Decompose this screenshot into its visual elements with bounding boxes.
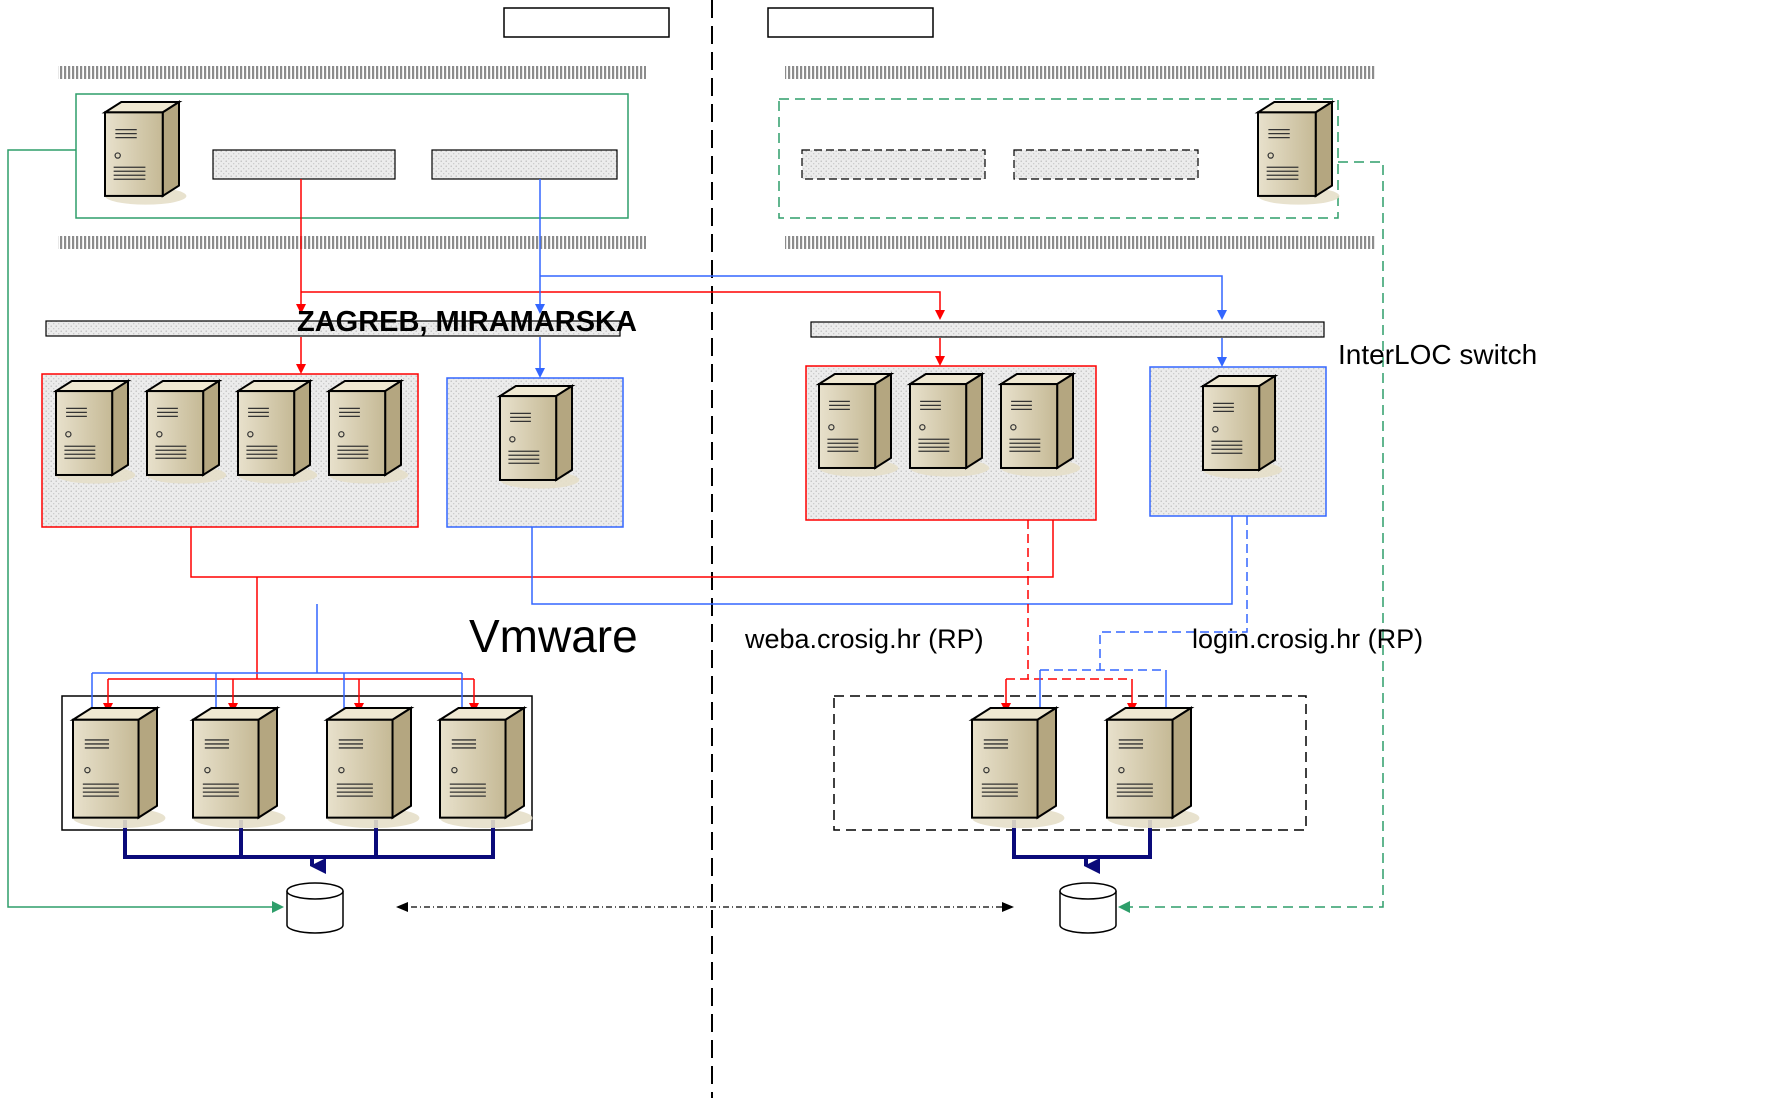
switch-right (810, 321, 1325, 338)
database-icon (286, 882, 344, 934)
database-icon (1059, 882, 1117, 934)
server-icon (1254, 100, 1340, 205)
header-box-left (503, 7, 670, 38)
site-label-left: ZAGREB, MIRAMARSKA (297, 306, 637, 338)
blue-trunk (531, 516, 1233, 605)
hatched-bar-left-top (58, 66, 646, 79)
red-link-cross (301, 291, 945, 320)
app-box-left-2 (431, 149, 618, 180)
red-trunk (190, 520, 1054, 578)
top-group-right (778, 98, 1339, 219)
server-icon (815, 372, 899, 477)
server-icon (997, 372, 1081, 477)
server-icon (968, 706, 1065, 829)
weba-label: weba.crosig.hr (RP) (744, 624, 984, 654)
green-link-left (7, 149, 284, 913)
server-icon (69, 706, 166, 829)
server-icon (906, 372, 990, 477)
server-icon (1103, 706, 1200, 829)
top-group-left (75, 93, 629, 219)
server-icon (1199, 374, 1283, 479)
blue-link-cross (540, 275, 1227, 320)
server-icon (436, 706, 533, 829)
app-box-right-2 (1013, 149, 1199, 180)
vmware-label: Vmware (469, 610, 638, 662)
blue-dashed-link (1099, 516, 1248, 670)
rp-host-box (833, 695, 1307, 831)
hatched-bar-right-top (785, 66, 1375, 79)
server-icon (323, 706, 420, 829)
server-icon (189, 706, 286, 829)
login-label: login.crosig.hr (RP) (1192, 624, 1423, 654)
storage-bus-right (1012, 820, 1152, 874)
server-icon (325, 379, 409, 484)
header-box-right (767, 7, 934, 38)
app-box-right-1 (801, 149, 986, 180)
app-box-left-1 (212, 149, 396, 180)
hatched-bar-left-bottom (58, 236, 646, 249)
switch-label: InterLOC switch (1338, 339, 1537, 370)
server-icon (496, 384, 580, 489)
green-link-right (1118, 161, 1384, 913)
server-icon (52, 379, 136, 484)
switch-left (45, 320, 621, 337)
server-icon (234, 379, 318, 484)
server-icon (143, 379, 227, 484)
hatched-bar-right-bottom (785, 236, 1375, 249)
server-icon (101, 100, 187, 205)
